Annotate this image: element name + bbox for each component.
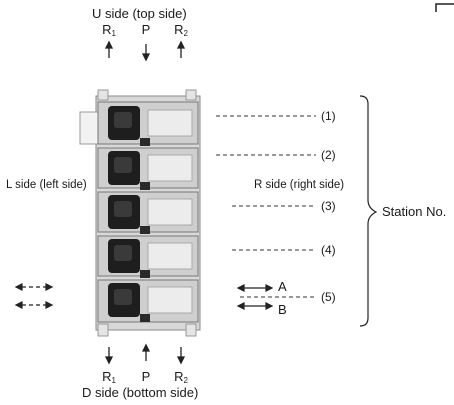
valve-station-5 xyxy=(98,280,198,322)
station-leaders xyxy=(216,116,316,297)
valve-station-1 xyxy=(98,102,198,146)
left-port-arrows xyxy=(16,284,52,308)
valve-station-3 xyxy=(98,192,198,234)
top-port-arrows xyxy=(106,42,184,60)
bottom-side-label: D side (bottom side) xyxy=(82,385,198,400)
bottom-port-r1: R1 xyxy=(98,369,120,385)
valve-station-4 xyxy=(98,236,198,278)
top-port-p: P xyxy=(135,22,157,38)
bottom-port-arrows xyxy=(106,345,184,363)
bottom-port-p: P xyxy=(135,369,157,385)
station-number-3: (3) xyxy=(321,199,336,213)
top-port-r1: R1 xyxy=(98,22,120,38)
left-side-label: L side (left side) xyxy=(6,179,87,191)
station-number-1: (1) xyxy=(321,109,336,123)
top-port-r2: R2 xyxy=(170,22,192,38)
output-b-label: B xyxy=(278,302,287,317)
bottom-port-r2: R2 xyxy=(170,369,192,385)
corner-bracket xyxy=(436,4,454,12)
output-a-label: A xyxy=(278,279,287,294)
station-group-label: Station No. xyxy=(382,204,446,219)
station-brace xyxy=(360,96,376,326)
station-number-2: (2) xyxy=(321,148,336,162)
top-side-label: U side (top side) xyxy=(92,6,187,21)
right-side-label: R side (right side) xyxy=(254,179,344,191)
station-number-5: (5) xyxy=(321,290,336,304)
valve-station-2 xyxy=(98,148,198,190)
station-number-4: (4) xyxy=(321,243,336,257)
